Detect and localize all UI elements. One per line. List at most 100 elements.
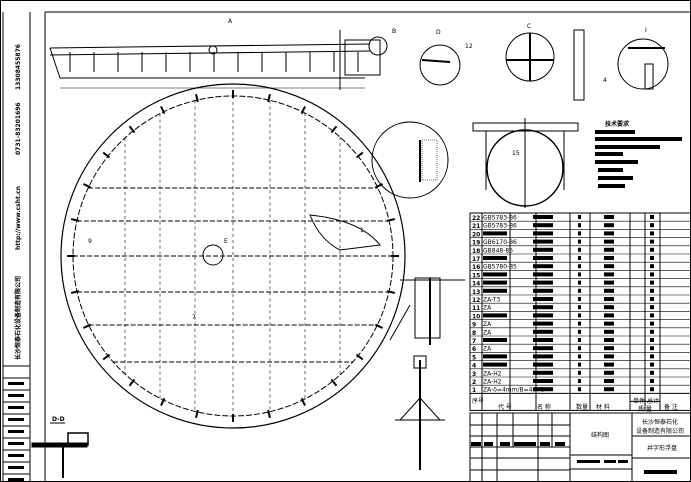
callout-15: 15: [512, 150, 520, 157]
part-number: 11: [472, 305, 480, 312]
redacted-mark: [650, 297, 654, 301]
rim-segment: [102, 151, 111, 159]
title-company-2: 设备制造有限公司: [636, 427, 684, 435]
tech-requirements-title: 技术要求: [605, 120, 630, 128]
redacted-mark: [650, 264, 654, 269]
redacted-mark: [578, 387, 581, 392]
rim-segment: [128, 378, 136, 387]
parts-header: 序号 代 号 名 称 数量 材 料 单件 总计 质 量 备 注: [472, 397, 678, 413]
redacted-mark: [604, 297, 614, 301]
redacted-mark: [578, 215, 581, 219]
part-code: GB6170-86: [483, 239, 517, 246]
part-code: ZA-H2: [483, 379, 502, 386]
redacted-mark: [533, 264, 553, 269]
part-number: 13: [472, 289, 480, 296]
header-remark: 备 注: [664, 403, 678, 411]
part-code: ZA-δ=4mm/B=4m-1: [483, 387, 544, 394]
label-e: E: [224, 238, 228, 245]
redacted-mark: [604, 272, 614, 277]
redacted-mark: [578, 305, 581, 310]
section-i-view: [389, 277, 465, 345]
title-company: 长沙恒泰石化: [642, 418, 678, 426]
part-number: 14: [472, 281, 480, 288]
left-revision-cells: [3, 377, 30, 481]
redacted-mark: [483, 256, 507, 260]
redacted-mark: [483, 231, 507, 236]
rim-segment: [355, 353, 364, 361]
rim-segment: [267, 93, 271, 103]
redacted-mark: [578, 338, 581, 342]
side-company-name: 长沙恒泰石化设备制造有限公司: [14, 276, 22, 360]
redacted-mark: [578, 223, 581, 228]
rim-segment: [386, 218, 396, 222]
redacted-mark: [604, 288, 614, 293]
part-number: 1: [472, 387, 476, 394]
label-c: C: [527, 23, 531, 30]
redacted-mark: [483, 338, 507, 342]
part-number: 22: [472, 215, 480, 222]
redacted-mark: [533, 362, 553, 367]
section-dd-label: D-D: [52, 416, 65, 423]
rim-segment: [300, 397, 306, 406]
redacted-mark: [578, 280, 581, 285]
side-phone: 0731-83201696: [15, 102, 22, 155]
redacted-mark: [578, 354, 581, 359]
redacted-mark: [483, 354, 507, 359]
side-url: http://www.csht.cn: [15, 186, 22, 250]
part-number: 21: [472, 223, 480, 230]
beam-elevation: [49, 30, 388, 90]
section-dd-view: [31, 422, 89, 478]
rim-segment: [83, 323, 92, 329]
redacted-mark: [604, 280, 614, 285]
redacted-mark: [578, 239, 581, 244]
rim-segment: [83, 183, 92, 189]
part-number: 16: [472, 264, 480, 271]
part-code: ZA: [483, 346, 492, 353]
redacted-mark: [533, 223, 553, 228]
header-no: 序号: [472, 397, 484, 405]
rim-segment: [300, 106, 306, 115]
redacted-mark: [604, 305, 614, 310]
redacted-mark: [578, 362, 581, 367]
redacted-mark: [578, 264, 581, 269]
redacted-mark: [533, 313, 553, 318]
header-material: 材 料: [596, 403, 610, 411]
callout-12: 12: [465, 43, 473, 50]
redacted-mark: [533, 387, 553, 392]
redacted-mark: [533, 247, 553, 252]
redacted-mark: [533, 305, 553, 310]
redacted-mark: [483, 288, 507, 293]
redacted-mark: [533, 215, 553, 219]
rim-segment: [128, 125, 136, 134]
redacted-mark: [533, 256, 553, 260]
redacted-mark: [533, 370, 553, 375]
part-number: 17: [472, 256, 480, 263]
redacted-mark: [650, 387, 654, 392]
callout-9: 9: [88, 238, 92, 245]
part-code: GB848-85: [483, 247, 513, 254]
part-number: 12: [472, 297, 480, 304]
label-a: A: [228, 18, 233, 25]
header-code: 代 号: [498, 403, 512, 411]
redacted-mark: [604, 223, 614, 228]
part-code: ZA-T3: [483, 297, 500, 304]
redacted-mark: [8, 406, 24, 409]
redacted-mark: [650, 305, 654, 310]
redacted-mark: [578, 288, 581, 293]
redacted-mark: [8, 466, 24, 469]
redacted-mark: [604, 313, 614, 318]
rim-segment: [355, 151, 364, 159]
part-number: 5: [472, 354, 476, 361]
redacted-mark: [8, 418, 24, 421]
drawing-name: 井字形浮盘: [647, 444, 677, 452]
redacted-mark: [533, 338, 553, 342]
rim-segment: [160, 106, 166, 115]
redacted-mark: [533, 329, 553, 334]
redacted-mark: [604, 239, 614, 244]
redacted-mark: [650, 354, 654, 359]
detail-views: [371, 29, 669, 208]
redacted-mark: [650, 272, 654, 277]
rim-segment: [267, 409, 271, 419]
